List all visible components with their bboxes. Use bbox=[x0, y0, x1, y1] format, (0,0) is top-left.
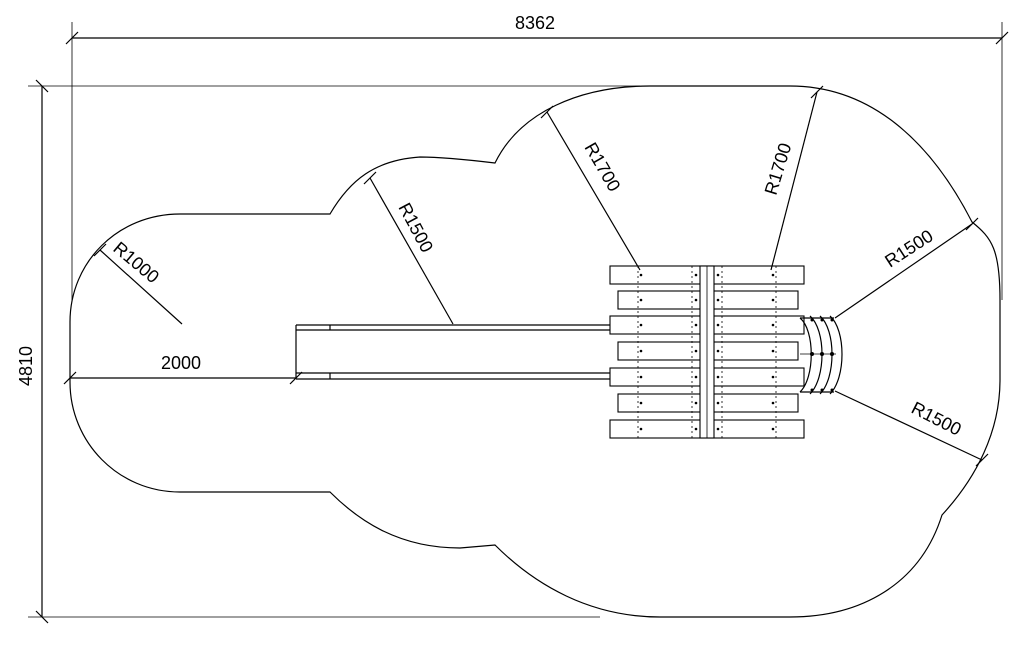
slide-offset-dimension: 2000 bbox=[63, 353, 303, 385]
radius-left-end: R1000 bbox=[93, 238, 183, 325]
safety-zone-outline bbox=[69, 85, 1001, 618]
height-dimension: 4810 bbox=[16, 79, 640, 624]
slide-chute bbox=[295, 324, 612, 380]
height-dimension-label: 4810 bbox=[16, 346, 36, 386]
radius-upper-mid: R1700 bbox=[540, 105, 641, 271]
radius-upper-right-label: R1700 bbox=[761, 141, 796, 198]
platform-deck bbox=[609, 265, 805, 439]
radius-right-top: R1500 bbox=[834, 217, 979, 319]
radius-right-bottom: R1500 bbox=[834, 390, 989, 467]
radius-upper-mid-label: R1700 bbox=[581, 139, 625, 195]
width-dimension-label: 8362 bbox=[515, 13, 555, 33]
slide-offset-label: 2000 bbox=[161, 353, 201, 373]
radius-upper-left: R1500 bbox=[363, 171, 454, 325]
radius-right-top-label: R1500 bbox=[881, 226, 936, 272]
radius-upper-left-label: R1500 bbox=[394, 199, 437, 255]
climbing-net bbox=[799, 315, 843, 395]
width-dimension: 8362 bbox=[65, 13, 1009, 300]
radius-left-end-label: R1000 bbox=[109, 238, 162, 287]
radius-upper-right: R1700 bbox=[761, 85, 824, 271]
radius-right-bottom-label: R1500 bbox=[908, 398, 964, 440]
